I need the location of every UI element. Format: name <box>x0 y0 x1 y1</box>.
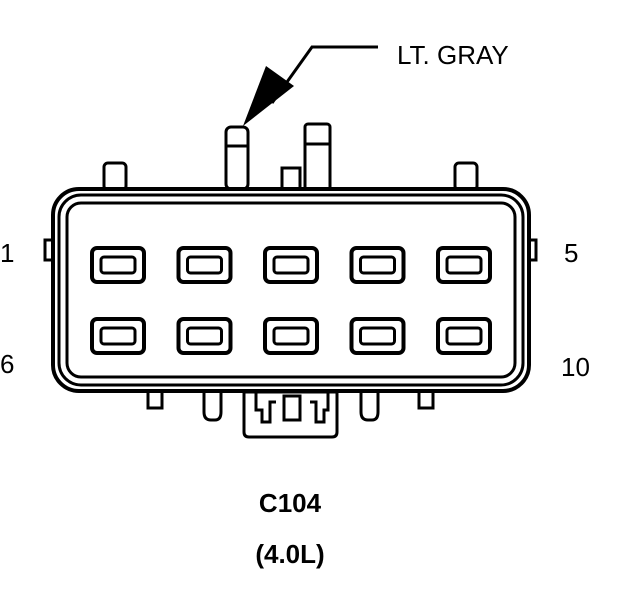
cavity-8-terminal <box>272 326 310 346</box>
cavity-7-terminal <box>186 326 223 346</box>
cavity-6-terminal <box>99 326 137 346</box>
cavity-1-terminal <box>99 255 137 275</box>
top-tab-left <box>102 161 128 192</box>
callout-leader-line <box>270 45 378 104</box>
pin-label-6: 6 <box>0 349 14 379</box>
pin-label-5: 5 <box>564 238 578 268</box>
callout-arrowhead <box>243 66 294 126</box>
cavity-grid <box>90 246 492 355</box>
connector-body-middle <box>57 193 525 387</box>
bottom-post-2 <box>359 392 380 422</box>
engine-label: (4.0L) <box>255 539 324 569</box>
cavity-5-terminal <box>445 255 483 275</box>
wire-color-label: LT. GRAY <box>397 40 509 70</box>
connector-id-label: C104 <box>259 488 322 518</box>
bottom-post-1 <box>202 392 223 422</box>
cavity-2-terminal <box>186 255 223 275</box>
top-tab-right <box>453 161 479 192</box>
cavity-10-terminal <box>445 326 483 346</box>
center-tab <box>280 166 302 192</box>
pin-label-10: 10 <box>561 352 590 382</box>
latch-post-right <box>303 122 332 192</box>
cavity-4-terminal <box>359 255 396 275</box>
pin-label-1: 1 <box>0 238 14 268</box>
bottom-lock-clip-inner <box>254 392 330 424</box>
cavity-3-terminal <box>272 255 310 275</box>
latch-post-left <box>224 125 250 191</box>
connector-body-outer <box>51 187 531 393</box>
connector-body-inner <box>65 201 517 379</box>
bottom-lock-clip-center <box>282 394 302 422</box>
cavity-9-terminal <box>359 326 396 346</box>
